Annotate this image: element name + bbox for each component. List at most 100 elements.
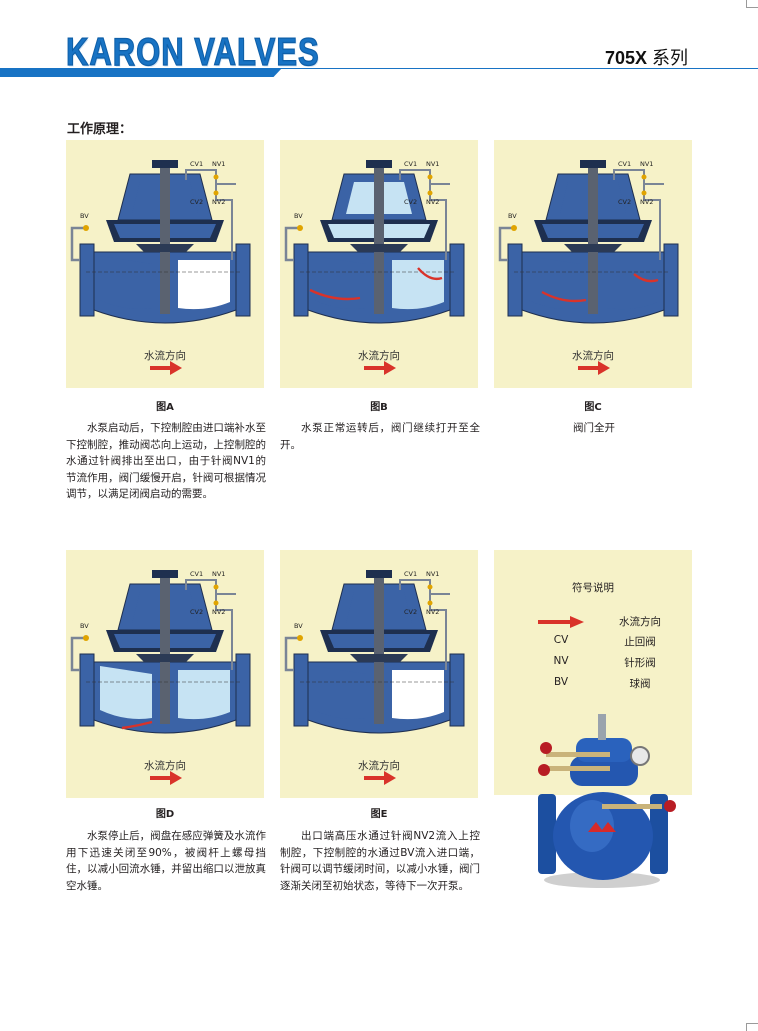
label-bv: BV: [508, 212, 517, 220]
needle-valve-icon: [213, 600, 219, 606]
inlet-flange: [293, 243, 309, 317]
ball-valve-icon: [297, 635, 303, 641]
section-title: 工作原理：: [67, 122, 133, 137]
label-cv2: CV2: [404, 198, 417, 206]
bypass-tube: [284, 226, 302, 262]
flow-arrow-head: [598, 361, 610, 375]
label-nv2: NV2: [640, 198, 653, 206]
label-cv1: CV1: [618, 160, 631, 168]
stem-cap: [580, 160, 606, 168]
stem-cap: [366, 570, 392, 578]
label-cv1: CV1: [404, 160, 417, 168]
label-cv2: CV2: [404, 608, 417, 616]
valve-disc: [350, 654, 408, 662]
series-code: 705X: [604, 48, 647, 68]
figure-b-description: 水泵正常运转后，阀门继续打开至全开。: [280, 422, 480, 451]
label-bv: BV: [80, 212, 89, 220]
flow-direction-label: 水流方向: [358, 760, 400, 772]
outlet-chamber: [392, 670, 444, 720]
ball-valve-icon: [511, 225, 517, 231]
stem-cap: [152, 160, 178, 168]
label-nv2: NV2: [426, 608, 439, 616]
figure-a-caption: 图A: [156, 402, 174, 413]
figure-d-description: 水泵停止后，阀盘在感应弹簧及水流作用下迅速关闭至90%，被阀杆上螺母挡住，以减小…: [66, 830, 266, 892]
inlet-flange: [293, 653, 309, 727]
bypass-tube: [498, 226, 516, 262]
flow-arrow-shaft: [364, 776, 386, 780]
bypass-tube: [284, 636, 302, 672]
inlet-chamber: [528, 256, 580, 309]
valve-disc: [136, 244, 194, 252]
needle-valve-icon: [213, 190, 219, 196]
valve-disc: [350, 244, 408, 252]
inlet-chamber: [100, 666, 152, 719]
internal-flow-arrow: [633, 273, 659, 283]
flow-arrow-head: [384, 771, 396, 785]
label-cv1: CV1: [404, 570, 417, 578]
header-rule: [0, 68, 758, 69]
bypass-tube: [70, 226, 88, 262]
needle-valve-icon: [641, 174, 647, 180]
figure-d-caption: 图D: [155, 809, 175, 820]
outlet-chamber: [606, 260, 658, 310]
internal-flow-arrow: [121, 720, 153, 730]
label-nv1: NV1: [426, 160, 439, 168]
label-nv1: NV1: [212, 160, 225, 168]
legend-meaning: 止回阀: [624, 636, 656, 648]
outlet-chamber: [178, 260, 230, 310]
series-title: 705X 系列: [605, 44, 688, 70]
bypass-tube: [70, 636, 88, 672]
figure-c-caption: 图C: [584, 402, 602, 413]
label-cv1: CV1: [190, 160, 203, 168]
valve-stem: [588, 164, 598, 314]
label-cv2: CV2: [190, 608, 203, 616]
internal-flow-arrow: [309, 288, 361, 301]
outlet-flange: [449, 653, 465, 727]
flow-arrow-shaft: [364, 366, 386, 370]
label-cv1: CV1: [190, 570, 203, 578]
outlet-flange: [235, 653, 251, 727]
legend-meaning: 水流方向: [619, 616, 661, 628]
inlet-chamber: [100, 256, 152, 309]
brand-logo: KARON VALVES: [66, 29, 320, 74]
valve-stem: [160, 574, 170, 724]
flow-arrow-head: [170, 361, 182, 375]
needle-valve-icon: [427, 174, 433, 180]
label-nv2: NV2: [212, 198, 225, 206]
valve-disc: [564, 244, 622, 252]
flow-arrow-head: [384, 361, 396, 375]
needle-valve-icon: [427, 600, 433, 606]
label-nv1: NV1: [640, 160, 653, 168]
outlet-flange: [449, 243, 465, 317]
figure-b-caption: 图B: [370, 402, 388, 413]
needle-valve-icon: [213, 584, 219, 590]
valve-stem: [374, 574, 384, 724]
inlet-flange: [507, 243, 523, 317]
valve-stem: [374, 164, 384, 314]
flow-direction-label: 水流方向: [358, 350, 400, 362]
ball-valve-icon: [83, 635, 89, 641]
label-bv: BV: [294, 212, 303, 220]
legend-title: 符号说明: [572, 582, 614, 594]
needle-valve-icon: [213, 174, 219, 180]
label-nv2: NV2: [426, 198, 439, 206]
ball-valve-icon: [297, 225, 303, 231]
figure-e-caption: 图E: [370, 809, 388, 820]
flow-direction-label: 水流方向: [144, 760, 186, 772]
needle-valve-icon: [427, 584, 433, 590]
label-nv1: NV1: [212, 570, 225, 578]
internal-flow-arrow: [417, 267, 443, 281]
flow-arrow-shaft: [578, 366, 600, 370]
flow-direction-label: 水流方向: [144, 350, 186, 362]
product-valve-image: [538, 714, 676, 888]
stem-cap: [152, 570, 178, 578]
